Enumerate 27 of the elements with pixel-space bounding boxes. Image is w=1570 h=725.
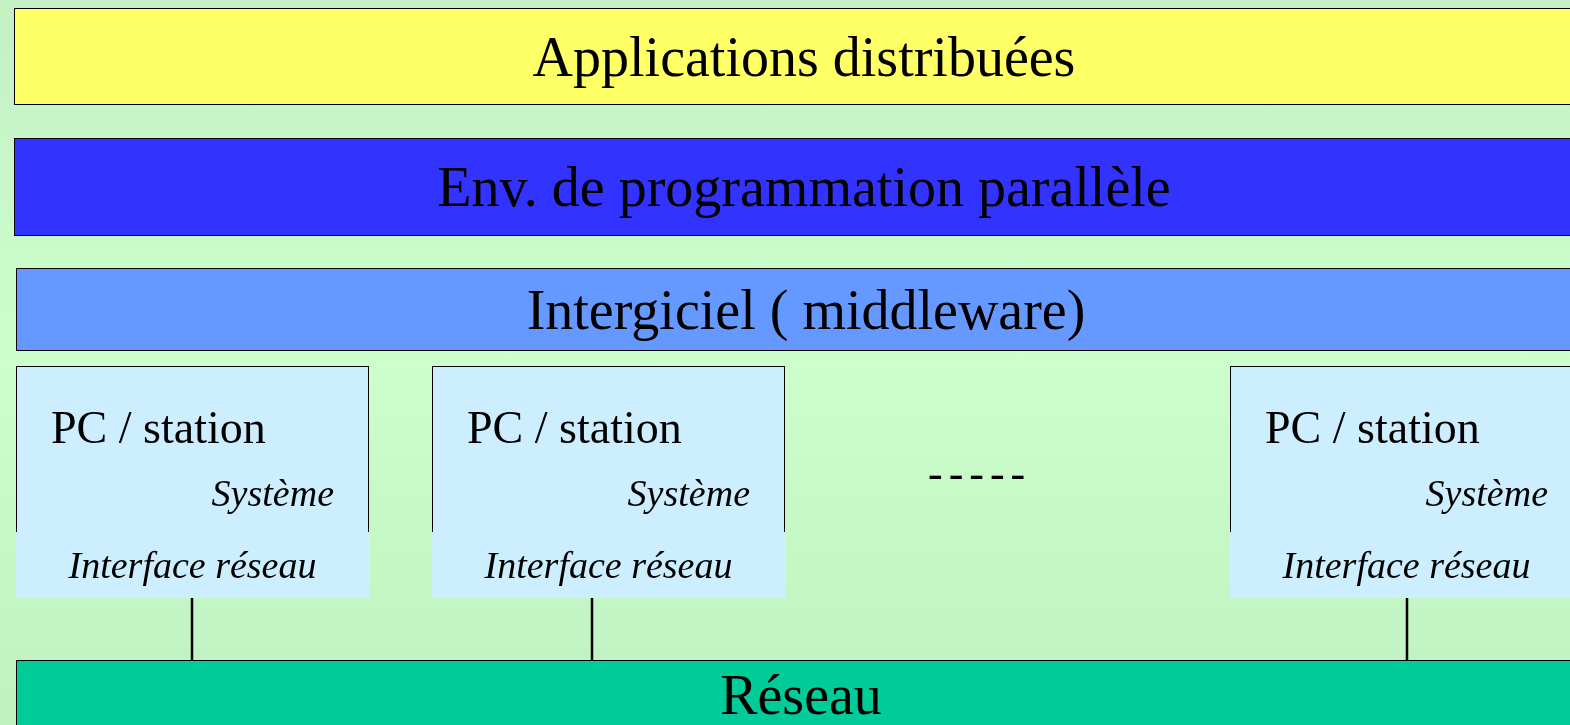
interface-label: Interface réseau: [484, 542, 733, 587]
system-label: Système: [211, 471, 334, 515]
interface-label: Interface réseau: [1282, 542, 1531, 587]
system-label: Système: [627, 471, 750, 515]
interface-box: [431, 531, 786, 598]
computer-label: PC / station: [467, 401, 682, 454]
layer-label: Applications distribuées: [532, 24, 1076, 89]
connector-line: [1405, 597, 1409, 660]
interface-label: Interface réseau: [68, 542, 317, 587]
computer-label: PC / station: [51, 401, 266, 454]
layer-label: Intergiciel ( middleware): [526, 277, 1086, 342]
network-band: [16, 660, 1570, 725]
interface-box: [15, 531, 370, 598]
layer-band: [14, 138, 1570, 236]
layer-label: Réseau: [720, 663, 882, 725]
ellipsis-dashes: -----: [928, 448, 1032, 499]
connector-line: [190, 597, 194, 660]
system-label: Système: [1425, 471, 1548, 515]
interface-box: [1229, 531, 1570, 598]
computer-box: [432, 366, 785, 597]
computer-box: [1230, 366, 1570, 597]
layer-band: [16, 268, 1570, 351]
computer-box: [16, 366, 369, 597]
layer-band: [14, 8, 1570, 105]
layer-label: Env. de programmation parallèle: [437, 155, 1171, 219]
connector-line: [590, 597, 594, 660]
computer-label: PC / station: [1265, 401, 1480, 454]
